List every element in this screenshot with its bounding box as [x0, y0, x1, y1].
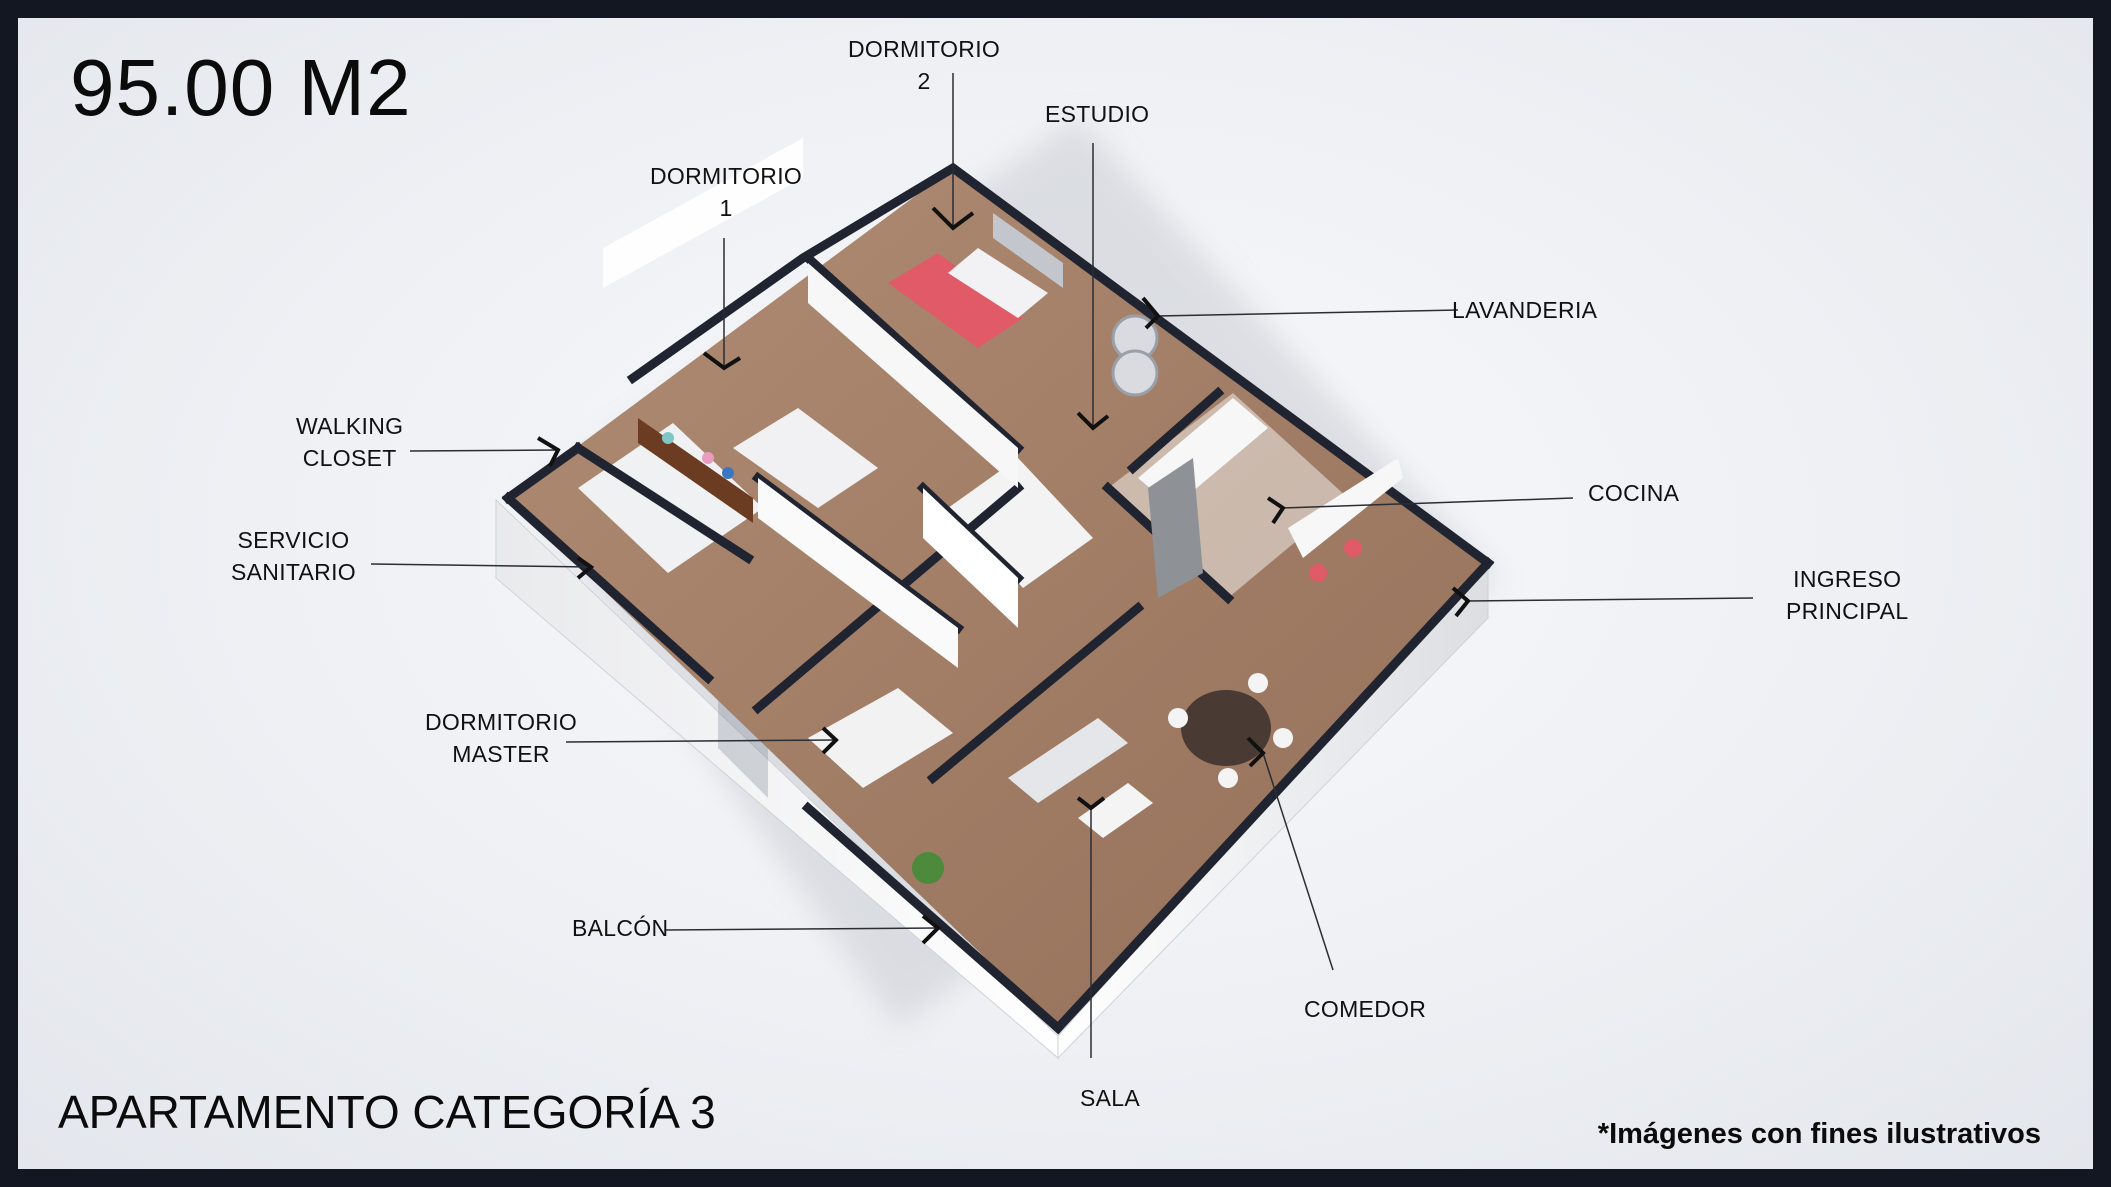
label-line: SALA	[1080, 1085, 1141, 1111]
label-line: SERVICIO	[237, 527, 350, 553]
sofa	[1008, 718, 1128, 803]
label-estudio: ESTUDIO	[1045, 98, 1149, 130]
dining-chair	[1248, 673, 1268, 693]
label-lavanderia: LAVANDERIA	[1452, 294, 1597, 326]
wall-bedroom2-back	[603, 138, 803, 288]
master-bed	[808, 688, 953, 788]
isometric-floor-plan	[370, 73, 1754, 1060]
bedroom-2-headboard	[993, 213, 1063, 288]
dryer-machine	[1111, 349, 1159, 397]
label-line: 1	[719, 195, 733, 221]
wall-master-divider	[758, 478, 958, 668]
label-walking-closet: WALKING CLOSET	[296, 410, 403, 474]
label-dormitorio-2: DORMITORIO 2	[848, 33, 1000, 97]
room-markers	[536, 206, 1471, 945]
kitchen-floor	[1108, 393, 1348, 598]
label-servicio-sanitario: SERVICIO SANITARIO	[231, 524, 356, 588]
coffee-table	[1078, 783, 1153, 838]
label-line: BALCÓN	[572, 915, 669, 941]
label-line: COCINA	[1588, 480, 1680, 506]
label-line: DORMITORIO	[848, 36, 1001, 62]
area-title: 95.00 M2	[70, 43, 412, 132]
label-comedor: COMEDOR	[1304, 993, 1426, 1025]
label-cocina: COCINA	[1588, 477, 1679, 509]
label-line: COMEDOR	[1304, 996, 1427, 1022]
label-line: PRINCIPAL	[1786, 598, 1909, 624]
wall-tops	[501, 162, 1495, 1035]
label-line: SANITARIO	[231, 559, 356, 585]
floor-plan-canvas: 95.00 M2 DORMITORIO 2 ESTUDIO DORMITORIO…	[18, 18, 2093, 1169]
closet-item	[702, 452, 714, 464]
dining-chair	[1168, 708, 1188, 728]
label-balcon: BALCÓN	[572, 912, 668, 944]
label-line: LAVANDERIA	[1452, 297, 1598, 323]
stool	[1309, 564, 1327, 582]
label-dormitorio-master: DORMITORIO MASTER	[425, 706, 577, 770]
bedroom-2-pillows	[948, 248, 1048, 318]
walking-closet-shelves	[638, 418, 753, 523]
label-line: INGRESO	[1793, 566, 1902, 592]
label-line: DORMITORIO	[425, 709, 578, 735]
label-sala: SALA	[1080, 1082, 1140, 1114]
bedroom-2-bed-cover	[888, 253, 1023, 348]
label-line: WALKING	[296, 413, 404, 439]
dining-table	[1181, 690, 1271, 766]
closet-item	[722, 467, 734, 479]
wall-study-closet	[923, 488, 1018, 628]
label-ingreso-principal: INGRESO PRINCIPAL	[1786, 563, 1908, 627]
label-line: MASTER	[452, 741, 550, 767]
kitchen-island	[1288, 458, 1403, 558]
disclaimer-note: *Imágenes con fines ilustrativos	[1597, 1118, 2041, 1150]
label-line: 2	[917, 68, 931, 94]
label-dormitorio-1: DORMITORIO 1	[650, 160, 802, 224]
wall-bedroom-divider	[808, 263, 1018, 488]
closet-item	[662, 432, 674, 444]
study-closet-floor	[948, 458, 1093, 588]
dining-chair	[1273, 728, 1293, 748]
leader-lines	[370, 73, 1754, 1058]
label-line: ESTUDIO	[1045, 101, 1150, 127]
refrigerator	[1148, 458, 1203, 598]
apartment-category: APARTAMENTO CATEGORÍA 3	[58, 1086, 716, 1138]
dining-chair	[1218, 768, 1238, 788]
balcony-plant	[912, 852, 944, 884]
label-line: DORMITORIO	[650, 163, 803, 189]
stool	[1344, 539, 1362, 557]
label-line: CLOSET	[302, 445, 397, 471]
bedroom-1-bed	[733, 408, 878, 508]
